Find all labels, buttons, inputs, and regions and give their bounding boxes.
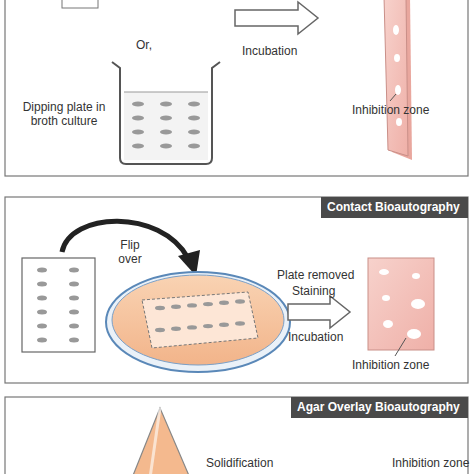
label-text: Inhibition zone [392, 456, 469, 470]
title-tab: Agar Overlay Bioautography [291, 397, 468, 418]
label-text: Flip over [108, 238, 152, 266]
label-text: Solidification [206, 456, 273, 470]
label-text: Inhibition zone [352, 103, 429, 117]
panel-frame [5, 197, 468, 383]
tlc-plate [368, 258, 434, 350]
tlc-plate [22, 258, 95, 352]
title-text: Contact Bioautography [327, 200, 462, 215]
plate-edge [62, 0, 98, 8]
petri-dish [106, 272, 290, 372]
label-text: Incubation [288, 330, 343, 344]
label-text: Or, [136, 38, 152, 52]
label-text: Inhibition zone [352, 358, 429, 372]
leader-line [390, 94, 396, 101]
label-text: Staining [292, 284, 335, 298]
tlc-plate [384, 0, 412, 160]
process-arrow [288, 296, 350, 328]
label-text: Incubation [242, 44, 297, 58]
leader-line [395, 338, 406, 356]
title-text: Agar Overlay Bioautography [297, 400, 462, 415]
label-text: Plate removed [277, 268, 354, 282]
label-text: Dipping plate in broth culture [14, 100, 114, 128]
process-arrow [235, 2, 318, 34]
title-tab: Contact Bioautography [321, 197, 468, 218]
panel-frame [5, 0, 468, 176]
beaker [112, 62, 220, 164]
pipette [132, 408, 190, 474]
